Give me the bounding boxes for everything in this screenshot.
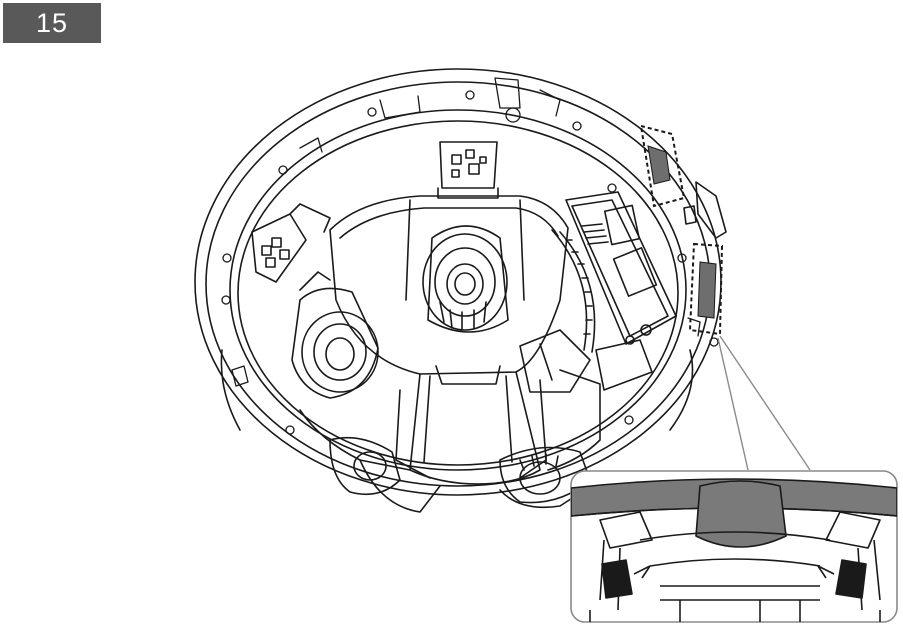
- outer-housing-ring: [194, 68, 722, 496]
- lower-petals: [299, 369, 601, 513]
- detail-inset: [570, 470, 898, 623]
- top-connector: [437, 141, 499, 199]
- rim-screw-holes: [221, 90, 719, 435]
- side-latch: [683, 181, 727, 239]
- highlight-lower: [688, 242, 724, 336]
- step-number-badge: 15: [3, 3, 101, 43]
- board-bracket: [519, 329, 591, 393]
- terminal-block: [251, 203, 331, 283]
- lens-left: [291, 271, 379, 399]
- tilt-gear: [551, 229, 596, 353]
- rim-tabs: [231, 77, 701, 387]
- highlight-upper: [639, 124, 686, 208]
- circuit-board: [565, 191, 677, 391]
- lens-center: [422, 225, 509, 333]
- callout-lines: [717, 335, 811, 471]
